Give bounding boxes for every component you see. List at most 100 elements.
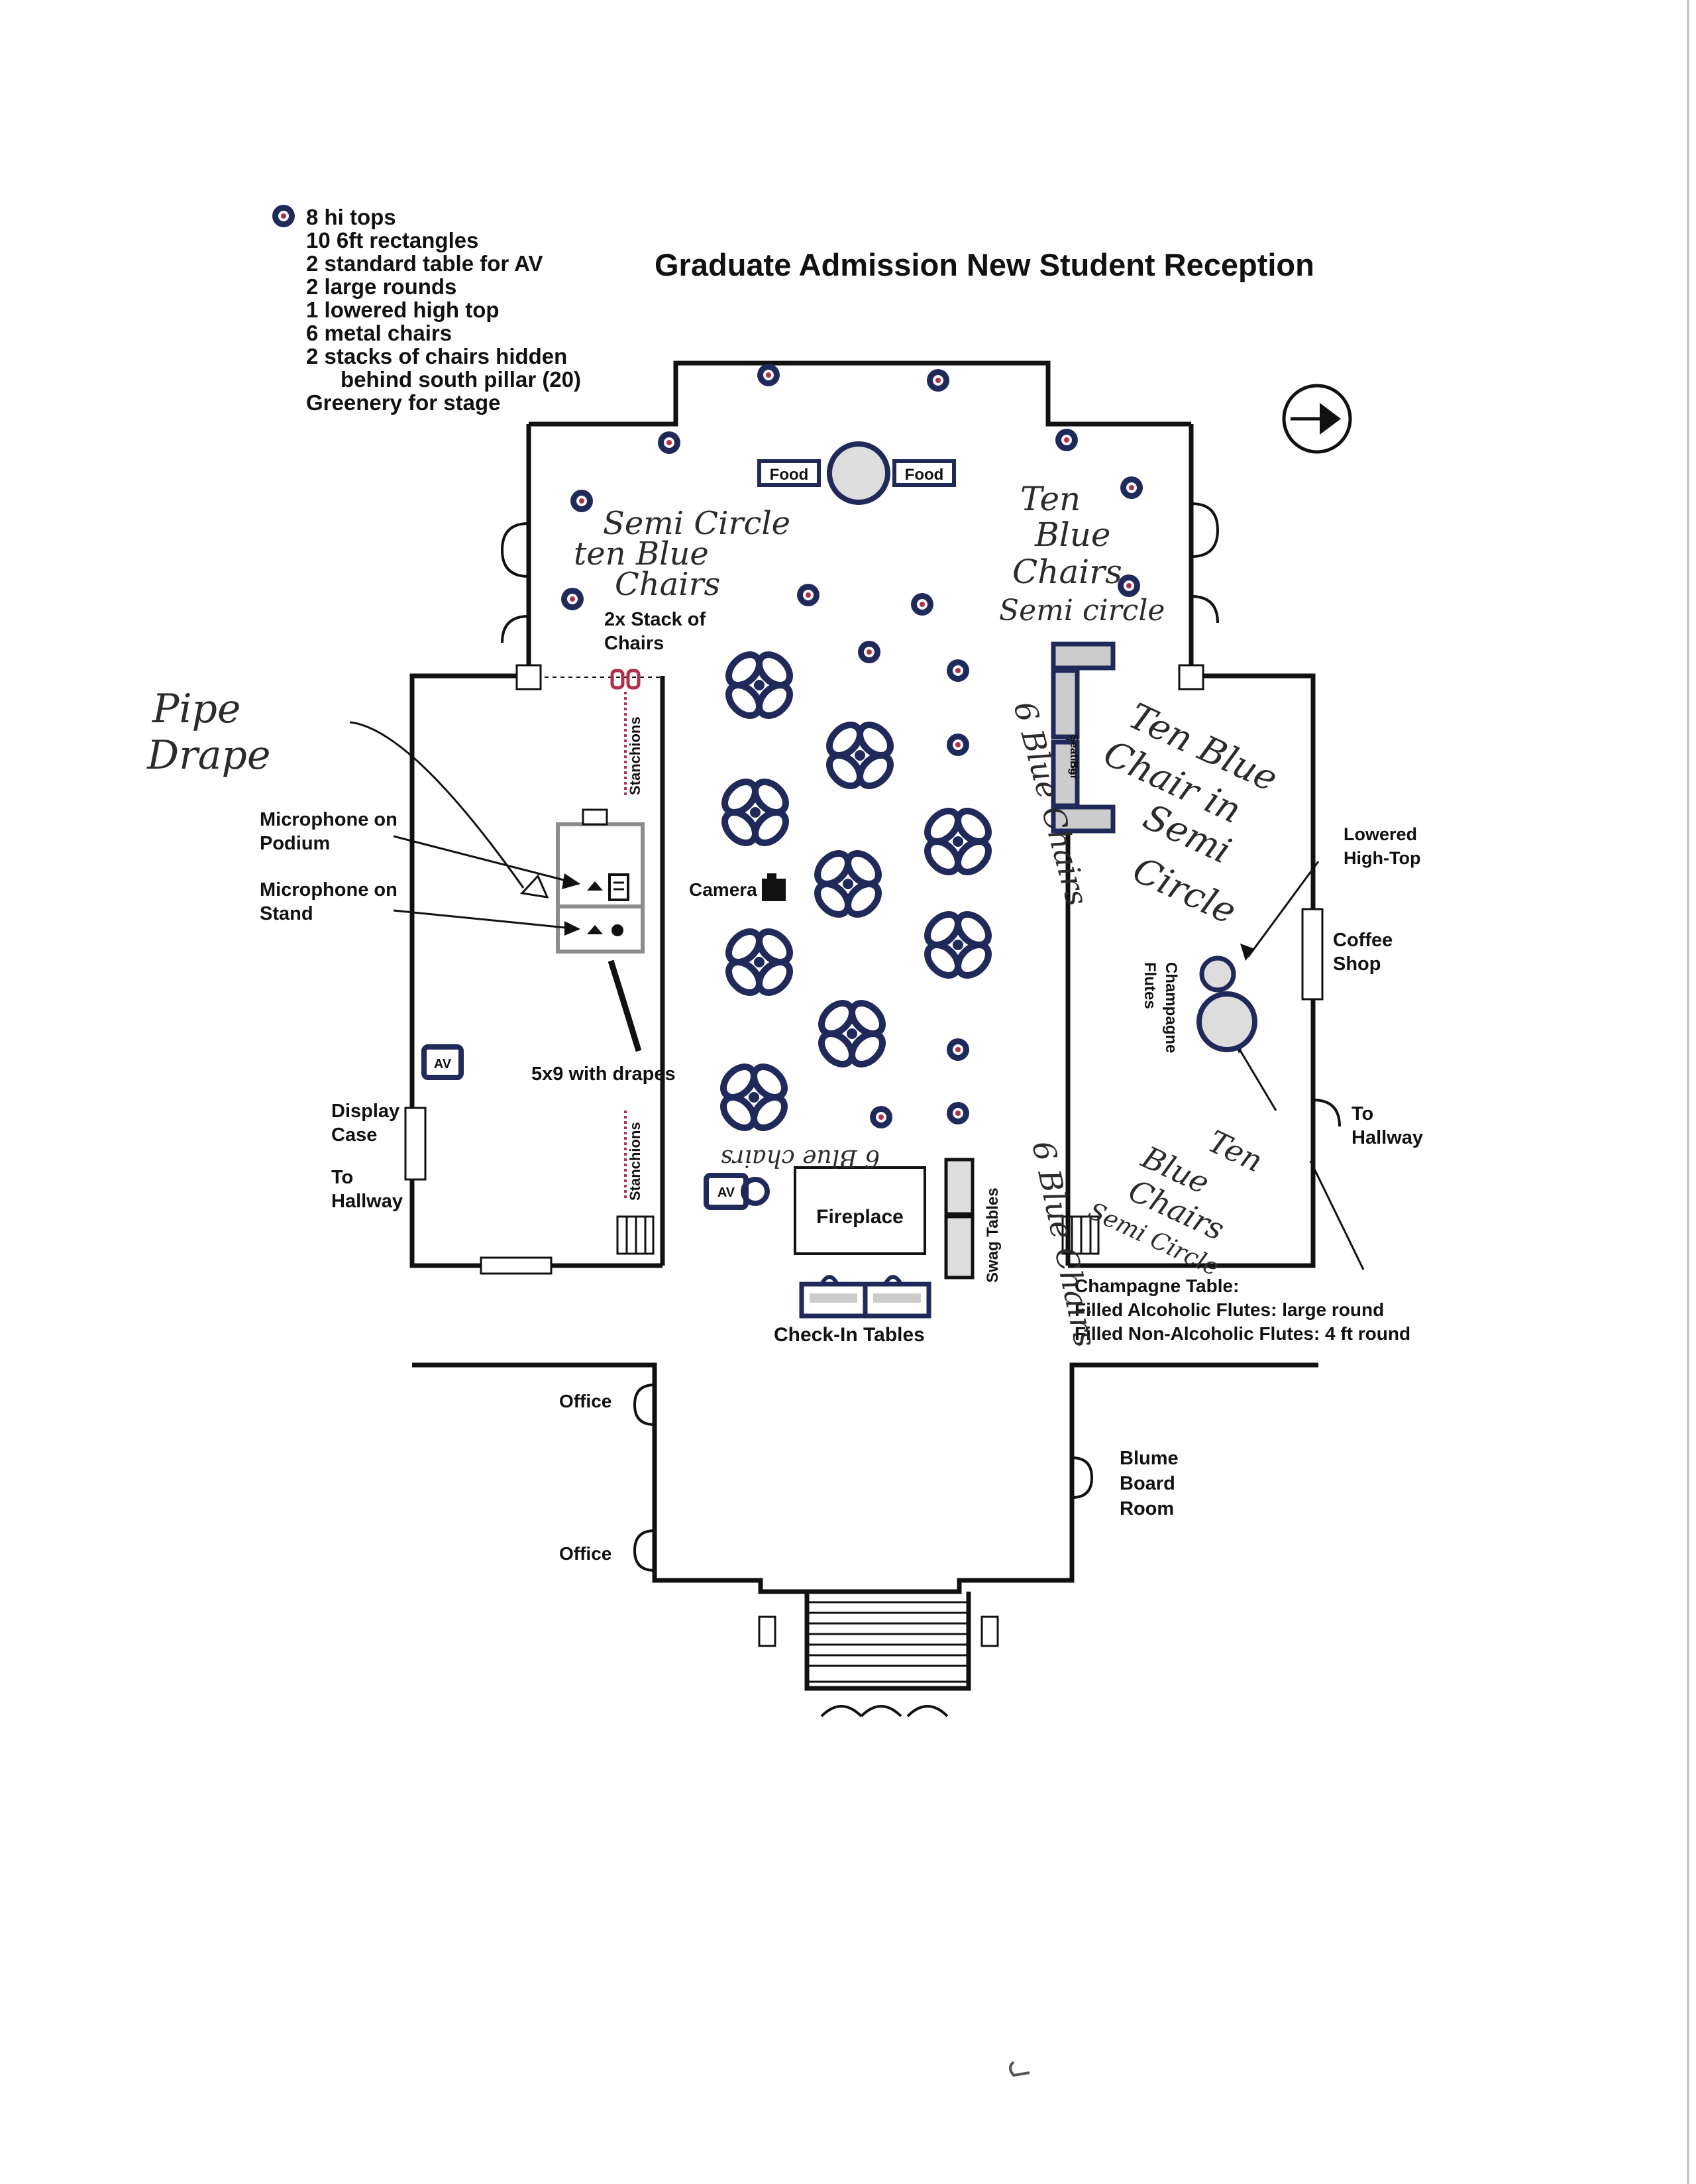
semi-circle-note: Semi Circle [603, 505, 790, 542]
check-in-tables [799, 1275, 931, 1319]
coffee-shop-label: Shop [1333, 954, 1381, 975]
hi-top-table [947, 1102, 969, 1124]
north-arrow-icon [1282, 384, 1352, 454]
chair-cluster [719, 776, 792, 849]
legend-item: behind south pillar (20) [341, 367, 581, 392]
chair-stack-icon [610, 669, 641, 690]
hi-top-legend-icon [272, 205, 295, 227]
chair-cluster [816, 997, 888, 1070]
stack-of-chairs-label: 2x Stack of [604, 609, 706, 630]
page-title: Graduate Admission New Student Reception [655, 247, 1314, 282]
legend-item: 2 large rounds [306, 274, 456, 299]
stand-microphone-icon [587, 924, 623, 936]
six-blue-chairs-note: 6 Blue Chairs [1006, 698, 1095, 910]
fireplace-label: Fireplace [816, 1206, 904, 1228]
radiator-icon [616, 1215, 655, 1255]
coffee-shop-label: Coffee [1333, 930, 1393, 951]
radiator-icon [1061, 1215, 1100, 1255]
chair-cluster [823, 719, 896, 792]
stray-mark [1009, 2061, 1030, 2077]
ten-blue-chairs-note: Semi circle [999, 594, 1165, 628]
office-label: Office [559, 1391, 611, 1411]
champagne-flutes-label: Champagne [1162, 962, 1180, 1053]
food-label: Food [770, 466, 809, 484]
microphone-podium-label: Microphone on [260, 809, 398, 830]
hi-top-table [797, 584, 820, 606]
food-station: Food Food [757, 441, 956, 505]
six-blue-chairs-note: 6 Blue chairs [721, 1144, 880, 1172]
seating-label: Seating [1068, 734, 1081, 775]
chair-cluster [922, 908, 994, 981]
semi-circle-note: ten Blue [574, 535, 709, 573]
champagne-table-label: Filled Alcoholic Flutes: large round [1075, 1299, 1384, 1320]
to-hallway-label: To [1352, 1103, 1373, 1124]
drape-line [608, 959, 642, 1052]
microphone-stand-label: Stand [260, 903, 313, 924]
display-case [404, 1107, 427, 1181]
to-hallway-label: Hallway [331, 1191, 403, 1212]
coffee-shop-door [1301, 908, 1324, 1001]
swag-tables-label: Swag Tables [984, 1187, 1002, 1283]
microphone-podium-label: Podium [260, 833, 330, 854]
chair-cluster [922, 805, 994, 878]
ten-blue-chairs-note: Ten [1020, 480, 1081, 518]
legend-item: 1 lowered high top [306, 298, 500, 322]
hi-top-table [1055, 429, 1078, 451]
champagne-flutes-label: Flutes [1141, 962, 1159, 1009]
champagne-table-label: Champagne Table: [1075, 1276, 1239, 1296]
legend-item: 2 stacks of chairs hidden [306, 344, 567, 368]
hi-top-table [1120, 476, 1143, 499]
podium-microphone-icon [587, 873, 629, 901]
swag-tables [944, 1158, 975, 1280]
chair-cluster [717, 1061, 790, 1134]
av-label: AV [717, 1185, 735, 1200]
blume-board-room-label: Blume [1120, 1448, 1179, 1469]
pipe-drape-note: Pipe [152, 686, 240, 732]
door-swings [500, 502, 1341, 1718]
pillar-icon [515, 664, 1204, 1647]
microphone-stand-label: Microphone on [260, 879, 398, 901]
legend-item: 8 hi tops [306, 205, 396, 229]
hi-top-table [858, 641, 880, 663]
hi-top-table [870, 1106, 892, 1128]
lowered-high-top-label: Lowered [1344, 824, 1417, 844]
legend-item: 6 metal chairs [306, 321, 452, 345]
check-in-tables-label: Check-In Tables [774, 1324, 925, 1346]
hi-top-table [570, 490, 593, 512]
wall-fixture [480, 1256, 553, 1275]
hi-top-table [561, 588, 584, 610]
hi-top-table [927, 369, 949, 392]
hi-top-table [947, 659, 969, 682]
fireplace: Fireplace [794, 1166, 926, 1255]
six-blue-chairs-note: 6 Blue Chairs [1025, 1138, 1104, 1350]
chair-cluster [723, 649, 796, 722]
hi-top-table [911, 593, 933, 616]
to-hallway-label: Hallway [1352, 1127, 1423, 1148]
av-station-icon: AV [421, 1044, 464, 1080]
annotation-arrows [349, 721, 1365, 1270]
stanchions-label: Stanchions [627, 716, 643, 795]
champagne-tables [1196, 956, 1257, 1052]
hi-top-table [947, 1038, 969, 1061]
camera-icon [762, 873, 786, 901]
entrance-stairs [806, 1601, 970, 1683]
chair-cluster [723, 926, 796, 999]
av-station-icon: AV [704, 1173, 770, 1210]
legend: 8 hi tops 10 6ft rectangles 2 standard t… [272, 205, 581, 415]
blume-board-room-label: Room [1120, 1498, 1174, 1519]
office-label: Office [559, 1543, 611, 1564]
stanchions-label: Stanchions [627, 1122, 643, 1201]
hi-top-table [947, 734, 969, 756]
display-case-label: Case [331, 1124, 377, 1146]
stack-of-chairs-label: Chairs [604, 633, 664, 654]
to-hallway-label: To [331, 1167, 353, 1188]
walls [409, 360, 1318, 1691]
chair-cluster [812, 847, 884, 920]
legend-item: 10 6ft rectangles [306, 228, 478, 252]
hi-top-table [757, 364, 780, 386]
legend-item: Greenery for stage [306, 390, 500, 415]
av-label: AV [434, 1057, 452, 1071]
hi-top-table [658, 431, 680, 454]
camera-label: Camera [689, 879, 757, 900]
